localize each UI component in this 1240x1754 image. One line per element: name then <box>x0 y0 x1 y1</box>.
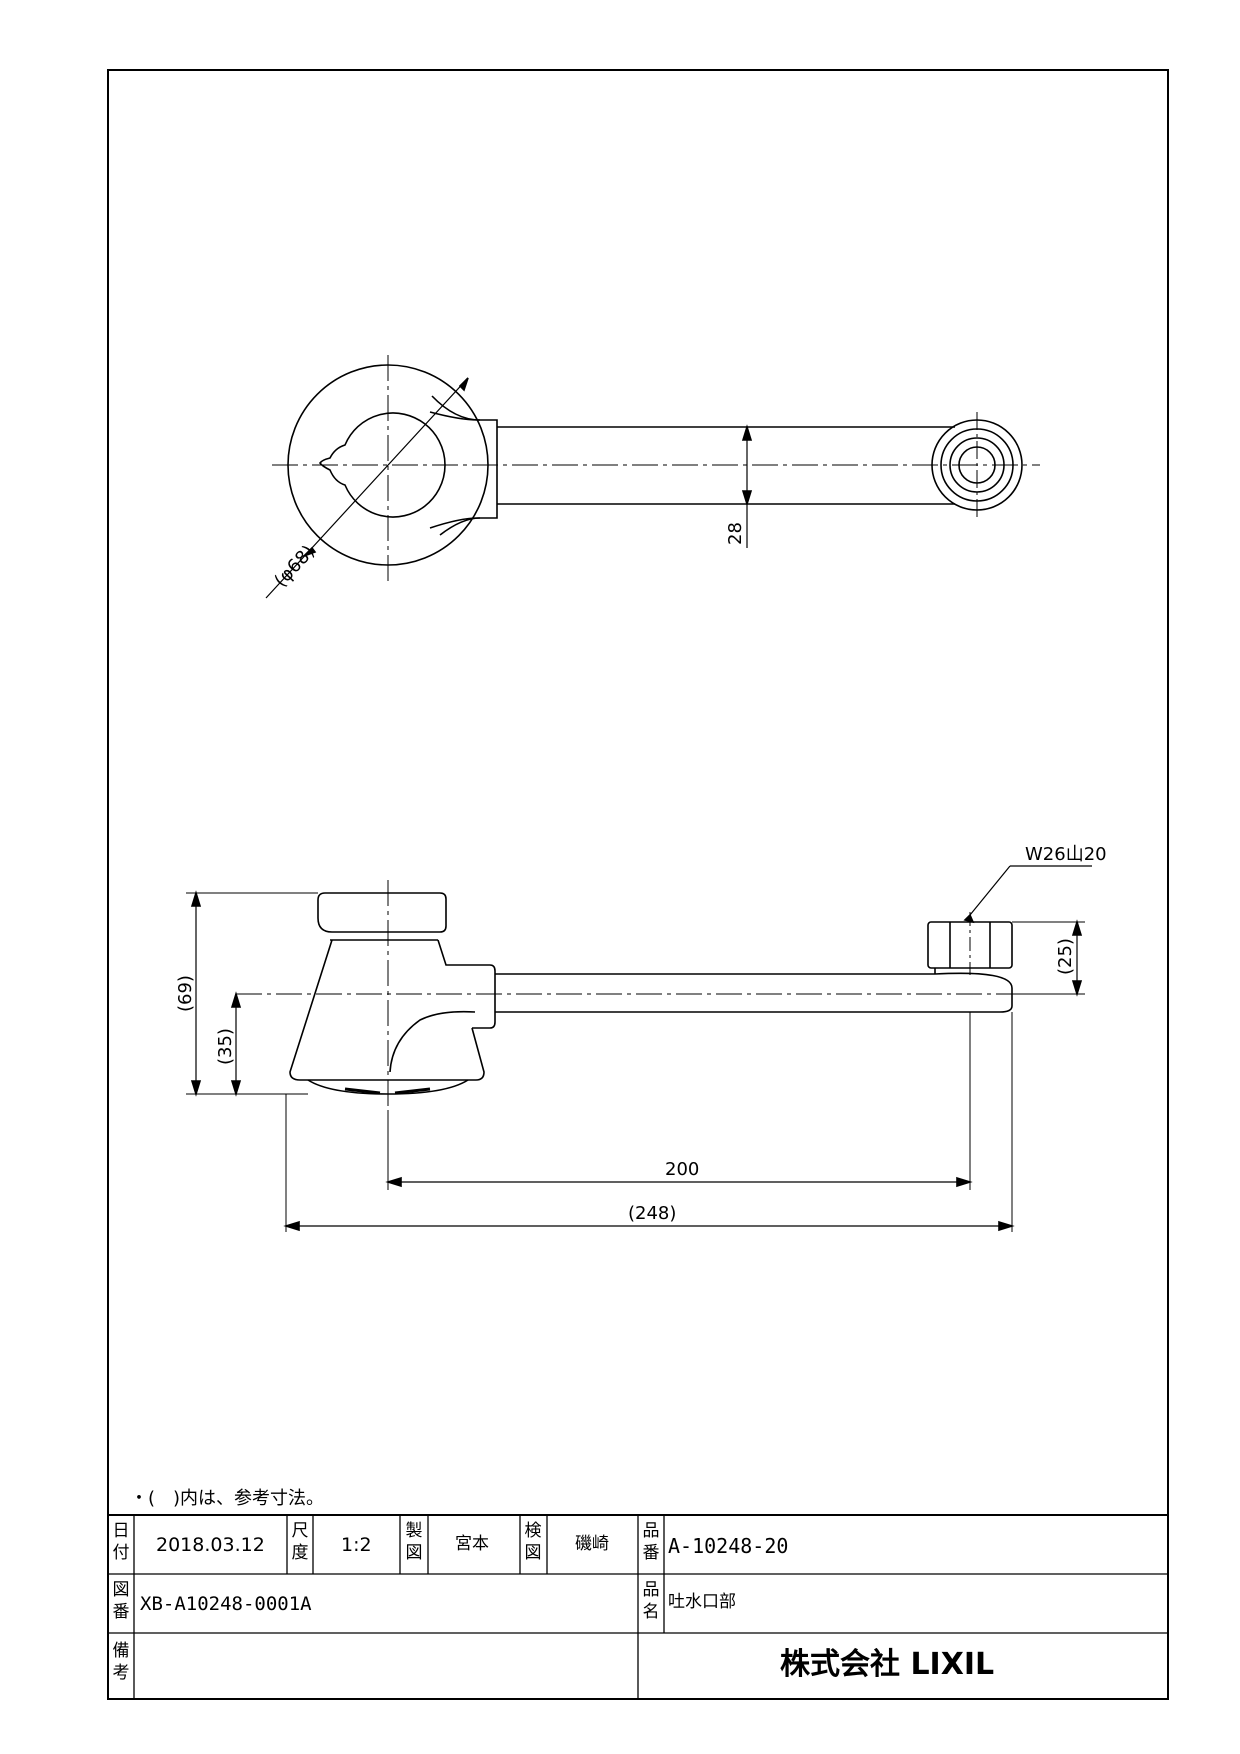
part-no-header-char-2: 番 <box>642 1543 660 1563</box>
remarks-header: 備 考 <box>110 1640 132 1684</box>
checked-header: 検 図 <box>522 1520 544 1564</box>
nut-height-label: (25) <box>1055 938 1076 975</box>
drawing-no-header-char-1: 図 <box>112 1580 130 1600</box>
drawn-by-value: 宮本 <box>455 1534 489 1554</box>
drawing-no-header: 図 番 <box>110 1579 132 1623</box>
date-header: 日 付 <box>110 1520 132 1564</box>
drawn-header: 製 図 <box>403 1520 425 1564</box>
overall-length-label: (248) <box>628 1203 676 1224</box>
scale-header: 尺 度 <box>289 1520 311 1564</box>
date-value: 2018.03.12 <box>156 1534 265 1556</box>
drawn-header-char-1: 製 <box>405 1521 423 1541</box>
checked-by-value: 磯崎 <box>575 1534 609 1554</box>
part-name-value: 吐水口部 <box>668 1592 736 1612</box>
date-header-char-2: 付 <box>112 1543 130 1563</box>
thread-label: W26山20 <box>1025 844 1107 865</box>
remarks-header-char-1: 備 <box>112 1641 130 1661</box>
scale-value: 1:2 <box>341 1534 372 1556</box>
date-header-char-1: 日 <box>112 1521 130 1541</box>
remarks-header-char-2: 考 <box>112 1663 130 1683</box>
part-no-value: A-10248-20 <box>668 1534 789 1558</box>
sheet-border <box>107 69 1169 1700</box>
height-spout-label: (35) <box>215 1028 236 1065</box>
company-logo: 株式会社 LIXIL <box>780 1647 995 1682</box>
part-name-header-char-2: 名 <box>642 1602 660 1622</box>
part-no-header: 品 番 <box>640 1520 662 1564</box>
top-view <box>265 355 1040 599</box>
scale-header-char-1: 尺 <box>291 1521 309 1541</box>
part-no-header-char-1: 品 <box>642 1521 660 1541</box>
height-overall-label: (69) <box>175 975 196 1012</box>
scale-header-char-2: 度 <box>291 1543 309 1563</box>
title-block-grid <box>108 1514 1168 1699</box>
drawing-no-header-char-2: 番 <box>112 1602 130 1622</box>
drawn-header-char-2: 図 <box>405 1543 423 1563</box>
reach-label-200: 200 <box>665 1159 699 1180</box>
width-label-28: 28 <box>725 522 746 545</box>
checked-header-char-1: 検 <box>524 1521 542 1541</box>
side-view <box>186 865 1092 1232</box>
drawing-no-value: XB-A10248-0001A <box>140 1593 312 1615</box>
reference-dimension-note: ・( )内は、参考寸法。 <box>130 1488 325 1509</box>
checked-header-char-2: 図 <box>524 1543 542 1563</box>
part-name-header-char-1: 品 <box>642 1580 660 1600</box>
part-name-header: 品 名 <box>640 1579 662 1623</box>
